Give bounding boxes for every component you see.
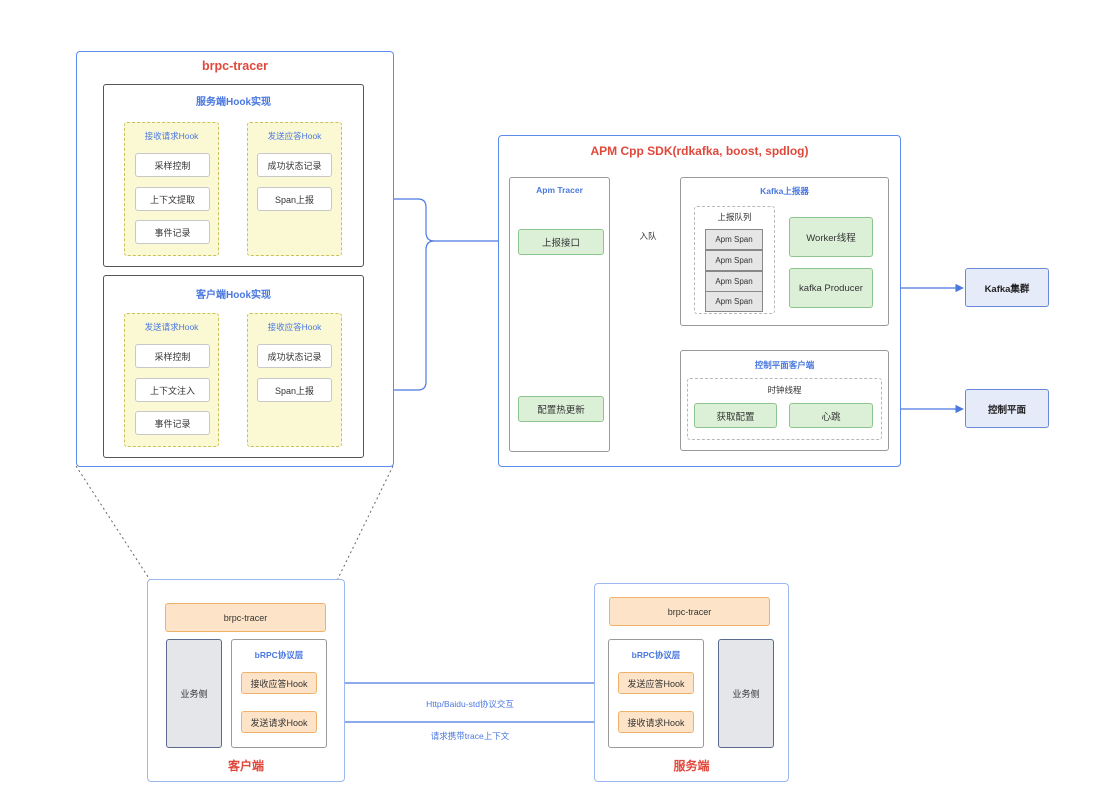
- server-hook-title: 服务端Hook实现: [196, 97, 271, 108]
- client-protocol-title: bRPC协议层: [254, 650, 304, 660]
- client-business-box: 业务侧: [166, 639, 222, 748]
- carry-trace-label: 请求携带trace上下文: [430, 731, 510, 741]
- queue-apm-span-1: Apm Span: [705, 229, 763, 250]
- server-node-label: 服务端: [673, 759, 710, 773]
- client-send-req-hook-box: 发送请求Hook: [241, 711, 317, 733]
- server-send-resp-hook-title: 发送应答Hook: [267, 131, 322, 141]
- server-send-resp-hook-box: 发送应答Hook: [618, 672, 694, 694]
- kafka-reporter-title: Kafka上报器: [760, 186, 809, 196]
- client-recv-resp-hook-box: 接收应答Hook: [241, 672, 317, 694]
- enqueue-label: 入队: [639, 231, 657, 241]
- apm-tracer-title: Apm Tracer: [536, 185, 583, 195]
- client-span-report: Span上报: [257, 378, 332, 402]
- heartbeat-box: 心跳: [789, 403, 873, 428]
- client-success-status-record: 成功状态记录: [257, 344, 332, 368]
- server-context-extract: 上下文提取: [135, 187, 210, 211]
- client-brpc-tracer-box: brpc-tracer: [165, 603, 326, 632]
- kafka-producer-box: kafka Producer: [789, 268, 873, 308]
- server-recv-req-hook-box: 接收请求Hook: [618, 711, 694, 733]
- protocol-exchange-label: Http/Baidu-std协议交互: [426, 699, 514, 709]
- span-report-client-line: [334, 240, 435, 391]
- client-event-record: 事件记录: [135, 411, 210, 435]
- client-sampling-control: 采样控制: [135, 344, 210, 368]
- client-hook-title: 客户端Hook实现: [196, 290, 271, 301]
- server-brpc-tracer-box: brpc-tracer: [609, 597, 770, 626]
- control-plane-box: 控制平面: [965, 389, 1049, 428]
- server-protocol-title: bRPC协议层: [631, 650, 681, 660]
- queue-apm-span-3: Apm Span: [705, 271, 763, 292]
- report-api-box: 上报接口: [518, 229, 604, 255]
- clock-thread-title: 时钟线程: [767, 385, 802, 395]
- server-business-box: 业务侧: [718, 639, 774, 748]
- server-event-record: 事件记录: [135, 220, 210, 244]
- server-recv-req-hook-title: 接收请求Hook: [144, 131, 199, 141]
- queue-apm-span-4: Apm Span: [705, 291, 763, 312]
- client-recv-resp-hook-title: 接收应答Hook: [267, 322, 322, 332]
- worker-thread-box: Worker线程: [789, 217, 873, 257]
- client-node-label: 客户端: [227, 759, 264, 773]
- zoom-line-right: [325, 465, 394, 604]
- config-hot-update-box: 配置热更新: [518, 396, 604, 422]
- server-span-report: Span上报: [257, 187, 332, 211]
- server-success-status-record: 成功状态记录: [257, 153, 332, 177]
- report-queue-title: 上报队列: [717, 212, 752, 222]
- fetch-config-box: 获取配置: [694, 403, 777, 428]
- span-report-server-arrow: [334, 198, 517, 246]
- client-send-req-hook-title: 发送请求Hook: [144, 322, 199, 332]
- apm-sdk-title: APM Cpp SDK(rdkafka, boost, spdlog): [590, 144, 809, 158]
- queue-apm-span-2: Apm Span: [705, 250, 763, 271]
- brpc-tracer-title: brpc-tracer: [202, 59, 268, 73]
- client-context-inject: 上下文注入: [135, 378, 210, 402]
- kafka-cluster-box: Kafka集群: [965, 268, 1049, 307]
- server-sampling-control: 采样控制: [135, 153, 210, 177]
- control-client-title: 控制平面客户端: [754, 360, 815, 370]
